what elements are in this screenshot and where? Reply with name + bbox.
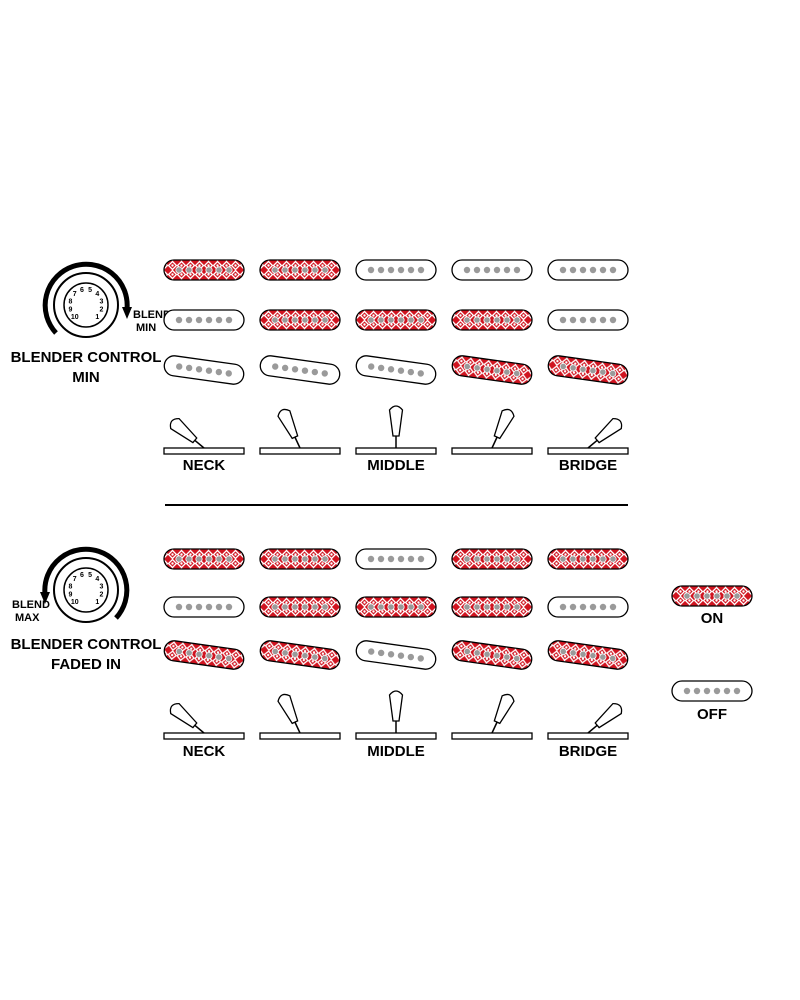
section-title-line1: BLENDER CONTROL	[11, 349, 162, 366]
middle-pickup	[259, 309, 341, 331]
middle-pickup	[259, 596, 341, 618]
middle-pickup	[547, 309, 629, 331]
knob-number: 2	[100, 592, 104, 599]
bridge-pickup	[547, 640, 629, 670]
knob-number: 6	[80, 572, 84, 579]
neck-pickup	[355, 548, 437, 570]
switch-position-5: BRIDGE	[547, 548, 629, 760]
selector-switch-lever	[163, 417, 245, 455]
neck-pickup	[451, 548, 533, 570]
middle-pickup	[163, 309, 245, 331]
selector-switch-lever	[547, 417, 629, 455]
pickup-grid: NECK MIDDLE BRIDGE NECK MIDDLE BRIDGE	[163, 259, 629, 760]
position-label: MIDDLE	[367, 743, 425, 760]
bridge-pickup	[163, 640, 245, 670]
bridge-pickup	[163, 355, 245, 385]
knob-number: 1	[95, 314, 99, 321]
neck-pickup	[451, 259, 533, 281]
neck-pickup	[355, 259, 437, 281]
knob-number: 2	[100, 307, 104, 314]
switch-position-2	[259, 259, 341, 455]
switch-position-1: NECK	[163, 548, 245, 760]
legend-off-label: OFF	[697, 706, 727, 723]
knob-number: 9	[69, 592, 73, 599]
selector-switch-lever	[355, 405, 437, 455]
legend	[671, 585, 753, 702]
knob-number: 10	[71, 314, 79, 321]
legend-on-pickup	[671, 585, 753, 607]
position-label: MIDDLE	[367, 457, 425, 474]
knob-number: 5	[88, 287, 92, 294]
selector-switch-lever	[451, 693, 533, 740]
switch-position-3: MIDDLE	[355, 548, 437, 760]
legend-on-label: ON	[701, 610, 724, 627]
knob-number: 7	[73, 291, 77, 298]
knob-number: 3	[100, 298, 104, 305]
neck-pickup	[547, 259, 629, 281]
neck-pickup	[163, 548, 245, 570]
bridge-pickup	[259, 355, 341, 385]
knob-number: 7	[73, 576, 77, 583]
bridge-pickup	[355, 640, 437, 670]
section-title-line2: FADED IN	[51, 656, 121, 673]
bridge-pickup	[547, 355, 629, 385]
knob-number: 10	[71, 599, 79, 606]
knob-number: 8	[69, 583, 73, 590]
switch-position-1: NECK	[163, 259, 245, 474]
selector-switch-lever	[451, 408, 533, 455]
knob-number: 1	[95, 599, 99, 606]
switch-section-max: NECK MIDDLE BRIDGE	[163, 548, 629, 760]
selector-switch-lever	[355, 690, 437, 740]
knob-number: 5	[88, 572, 92, 579]
neck-pickup	[547, 548, 629, 570]
neck-pickup	[259, 548, 341, 570]
switch-position-5: BRIDGE	[547, 259, 629, 474]
bridge-pickup	[451, 355, 533, 385]
legend-off-pickup	[671, 680, 753, 702]
section-title-line2: MIN	[72, 369, 100, 386]
knob-number: 4	[95, 291, 99, 298]
bridge-pickup	[451, 640, 533, 670]
switch-position-4	[451, 548, 533, 740]
knob-number: 8	[69, 298, 73, 305]
section-title-line1: BLENDER CONTROL	[11, 636, 162, 653]
neck-pickup	[259, 259, 341, 281]
switch-section-min: NECK MIDDLE BRIDGE	[163, 259, 629, 474]
knob-side-label-line2: MAX	[15, 612, 40, 624]
position-label: NECK	[183, 457, 226, 474]
knob-side-label-line1: BLEND	[133, 309, 171, 321]
middle-pickup	[547, 596, 629, 618]
switch-position-3: MIDDLE	[355, 259, 437, 474]
switch-position-4	[451, 259, 533, 455]
knob-number: 4	[95, 576, 99, 583]
knob-side-label-line2: MIN	[136, 322, 156, 334]
position-label: BRIDGE	[559, 457, 617, 474]
neck-pickup	[163, 259, 245, 281]
middle-pickup	[451, 596, 533, 618]
selector-switch-lever	[259, 408, 341, 455]
position-label: NECK	[183, 743, 226, 760]
selector-switch-lever	[547, 702, 629, 740]
knob-number: 3	[100, 583, 104, 590]
bridge-pickup	[259, 640, 341, 670]
switch-position-2	[259, 548, 341, 740]
knob-number: 9	[69, 307, 73, 314]
selector-switch-lever	[163, 702, 245, 740]
middle-pickup	[355, 596, 437, 618]
middle-pickup	[355, 309, 437, 331]
middle-pickup	[163, 596, 245, 618]
bridge-pickup	[355, 355, 437, 385]
knob-side-label-line1: BLEND	[12, 599, 50, 611]
selector-switch-lever	[259, 693, 341, 740]
knob-number: 6	[80, 287, 84, 294]
middle-pickup	[451, 309, 533, 331]
position-label: BRIDGE	[559, 743, 617, 760]
